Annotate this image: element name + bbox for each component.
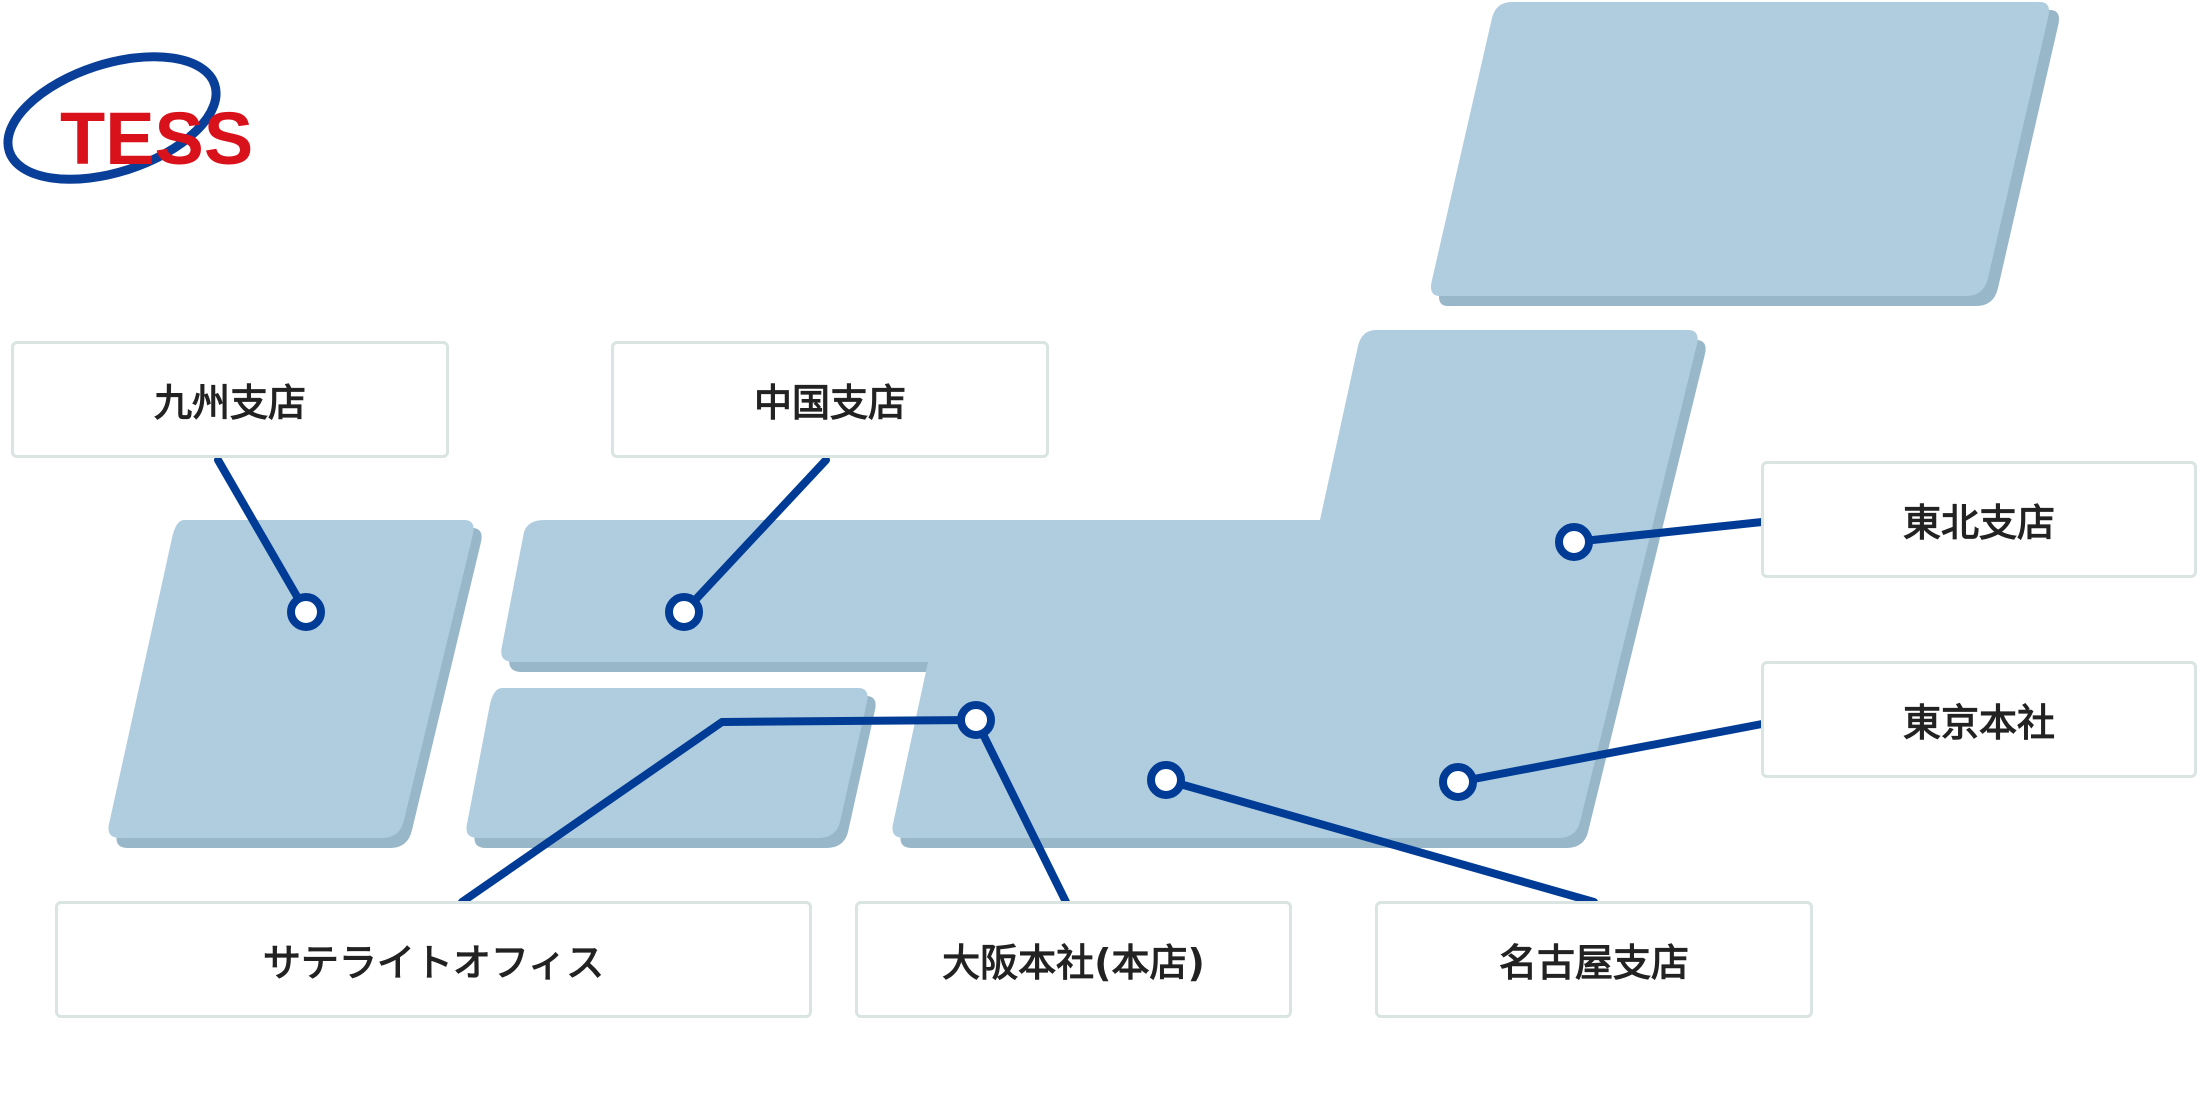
- office-button-tokyo[interactable]: 東京本社: [1761, 661, 2197, 778]
- leader-tokyo: [1454, 720, 1766, 786]
- leader-nagoya: [1162, 776, 1598, 906]
- office-button-nagoya[interactable]: 名古屋支店: [1375, 901, 1813, 1018]
- marker-kyushu[interactable]: [287, 593, 325, 631]
- leader-lines: [214, 456, 1766, 906]
- marker-tokyo[interactable]: [1439, 763, 1477, 801]
- marker-osaka[interactable]: [957, 701, 995, 739]
- office-markers: [287, 523, 1593, 801]
- marker-tohoku[interactable]: [1555, 523, 1593, 561]
- leader-tohoku: [1570, 518, 1766, 546]
- leader-chugoku: [680, 456, 830, 616]
- leader-kyushu: [214, 456, 310, 616]
- leader-satellite: [458, 716, 980, 906]
- logo-swoosh: [3, 52, 221, 184]
- region-hokkaido: [1431, 2, 2049, 296]
- office-button-kyushu[interactable]: 九州支店: [11, 341, 449, 458]
- office-button-chugoku[interactable]: 中国支店: [611, 341, 1049, 458]
- tess-logo: TESS: [3, 52, 253, 184]
- marker-chugoku[interactable]: [665, 593, 703, 631]
- logo-text: TESS: [60, 97, 253, 180]
- office-button-satellite[interactable]: サテライトオフィス: [55, 901, 812, 1018]
- office-button-osaka[interactable]: 大阪本社(本店): [855, 901, 1292, 1018]
- region-kyushu: [108, 520, 474, 838]
- region-honshu: [501, 330, 1698, 838]
- office-button-tohoku[interactable]: 東北支店: [1761, 461, 2197, 578]
- leader-osaka: [972, 716, 1070, 906]
- marker-nagoya[interactable]: [1147, 761, 1185, 799]
